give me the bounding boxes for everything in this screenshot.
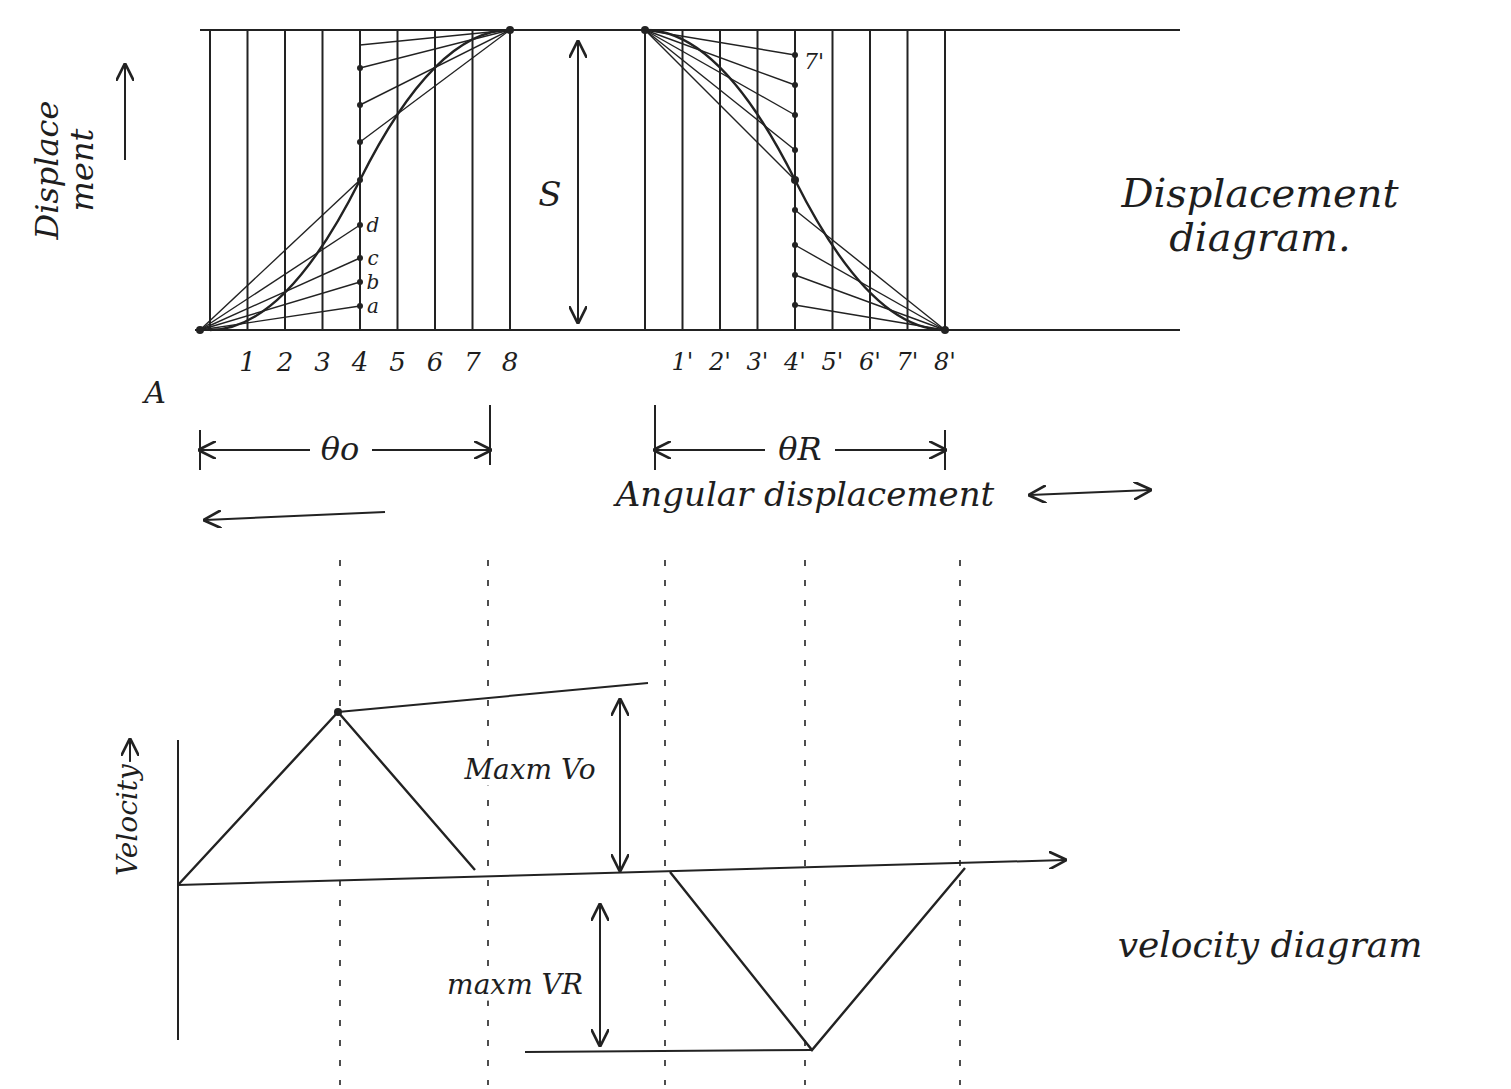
- velocity-diagram: [130, 683, 1065, 1052]
- division-number: 6': [857, 349, 883, 375]
- label-holder: Displace ment: [30, 95, 100, 245]
- point-letter: a: [365, 295, 381, 317]
- axis-label: Displace ment: [30, 95, 100, 245]
- label-holder: Displacement diagram.: [1100, 171, 1420, 259]
- division-number: 3': [745, 349, 771, 375]
- label-holder: 6': [857, 349, 883, 375]
- label-holder: Maxm Vo: [462, 755, 597, 786]
- division-number: 4': [782, 349, 808, 375]
- max-velocity: Maxm Vo: [462, 755, 597, 786]
- label-holder: θR: [776, 432, 823, 467]
- division-number: 7': [895, 349, 921, 375]
- division-number: 8': [932, 349, 958, 375]
- division-number: 4: [350, 348, 371, 377]
- label-holder: 1: [237, 348, 258, 377]
- division-number: 7: [462, 348, 483, 377]
- label-holder: 2': [707, 349, 733, 375]
- division-number: 1: [237, 348, 258, 377]
- label-holder: 8': [932, 349, 958, 375]
- label-holder: 5: [387, 348, 408, 377]
- label-holder: S: [536, 176, 563, 213]
- point-letter: d: [365, 214, 382, 236]
- label-holder: Velocity: [113, 762, 144, 878]
- angle-symbol: θo: [319, 432, 362, 467]
- label-holder: 7': [895, 349, 921, 375]
- division-number: 1': [670, 349, 696, 375]
- label-holder: 3': [745, 349, 771, 375]
- axis-label: Velocity: [113, 762, 144, 878]
- diagram-title: Displacement diagram.: [1100, 171, 1420, 259]
- label-holder: Angular displacement: [614, 476, 996, 513]
- division-number: 3: [312, 348, 333, 377]
- axis-label: Angular displacement: [614, 476, 996, 513]
- label-holder: A: [142, 376, 168, 409]
- division-number: 2: [275, 348, 296, 377]
- label-holder: 4: [350, 348, 371, 377]
- label-holder: c: [365, 247, 380, 269]
- division-number: 5': [820, 349, 846, 375]
- diagram-title: velocity diagram: [1116, 925, 1425, 965]
- stroke-symbol: S: [536, 176, 563, 213]
- division-number: 5: [387, 348, 408, 377]
- label-holder: 5': [820, 349, 846, 375]
- label-holder: 2: [275, 348, 296, 377]
- label-holder: 4': [782, 349, 808, 375]
- division-number: 8: [500, 348, 521, 377]
- label-holder: 6: [425, 348, 446, 377]
- point-letter: A: [142, 376, 168, 409]
- point-letter: c: [365, 247, 380, 269]
- label-holder: maxm VR: [445, 970, 585, 1001]
- point-number: 7': [802, 50, 826, 74]
- division-number: 2': [707, 349, 733, 375]
- division-number: 6: [425, 348, 446, 377]
- label-holder: a: [365, 295, 381, 317]
- label-holder: 3: [312, 348, 333, 377]
- label-holder: 8: [500, 348, 521, 377]
- angle-symbol: θR: [776, 432, 823, 467]
- label-holder: d: [365, 214, 382, 236]
- label-holder: velocity diagram: [1116, 925, 1425, 965]
- point-letter: b: [365, 271, 382, 293]
- label-holder: θo: [319, 432, 362, 467]
- label-holder: 7: [462, 348, 483, 377]
- label-holder: 1': [670, 349, 696, 375]
- label-holder: 7': [802, 50, 826, 74]
- displacement-diagram: [125, 26, 1180, 520]
- max-velocity: maxm VR: [445, 970, 585, 1001]
- label-holder: b: [365, 271, 382, 293]
